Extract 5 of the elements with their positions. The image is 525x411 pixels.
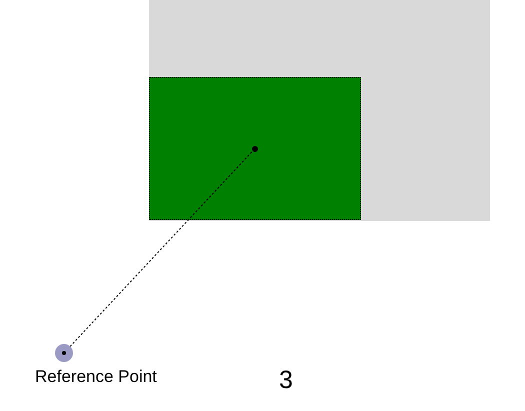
point-label: Reference Point — [35, 367, 157, 387]
region-box — [149, 77, 361, 220]
step-number: 3 — [279, 366, 293, 395]
center-point — [252, 146, 258, 152]
leader-line — [70, 150, 254, 347]
